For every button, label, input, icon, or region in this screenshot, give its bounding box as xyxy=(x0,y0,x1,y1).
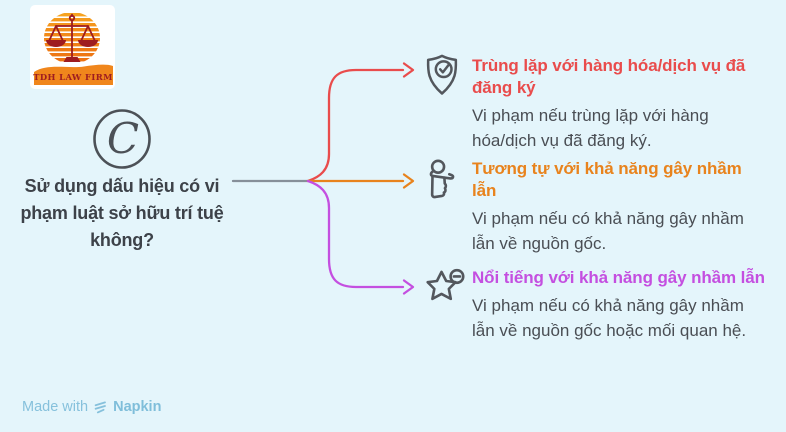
root-question: Sử dụng dấu hiệu có vi phạm luật sở hữu … xyxy=(20,176,224,250)
scales-of-justice-icon: TDH LAW FIRM xyxy=(33,13,113,85)
arrow-top xyxy=(306,62,415,183)
made-with-label: Made with xyxy=(22,399,89,415)
shield-check-icon xyxy=(422,52,468,98)
branch-title: Trùng lặp với hàng hóa/dịch vụ đã đăng k… xyxy=(472,56,746,97)
arrow-middle xyxy=(306,173,415,189)
branch-description: Vi phạm nếu có khả năng gây nhầm lẫn về … xyxy=(472,296,747,340)
napkin-logo-icon xyxy=(94,401,106,413)
made-with-napkin-link[interactable]: Made with Napkin xyxy=(22,398,161,416)
branch-description: Vi phạm nếu trùng lặp với hàng hóa/dịch … xyxy=(472,106,709,150)
star-minus-icon xyxy=(422,267,468,309)
branch-item-duplicate: Trùng lặp với hàng hóa/dịch vụ đã đăng k… xyxy=(422,52,766,153)
branch-item-similar: Tương tự với khả năng gây nhầm lẫn Vi ph… xyxy=(422,158,766,256)
branch-title: Tương tự với khả năng gây nhầm lẫn xyxy=(472,159,742,200)
svg-text:C: C xyxy=(107,114,139,163)
copyright-icon: C xyxy=(92,108,152,170)
napkin-brand-label: Napkin xyxy=(113,399,162,415)
tdh-law-firm-logo: TDH LAW FIRM xyxy=(30,5,115,89)
branch-description: Vi phạm nếu có khả năng gây nhầm lẫn về … xyxy=(472,209,744,253)
branch-item-famous: Nổi tiếng với khả năng gây nhầm lẫn Vi p… xyxy=(422,267,766,343)
logo-banner-text: TDH LAW FIRM xyxy=(33,72,113,82)
branch-title: Nổi tiếng với khả năng gây nhầm lẫn xyxy=(472,268,765,287)
person-icon xyxy=(422,158,468,202)
arrow-bottom xyxy=(306,179,415,295)
